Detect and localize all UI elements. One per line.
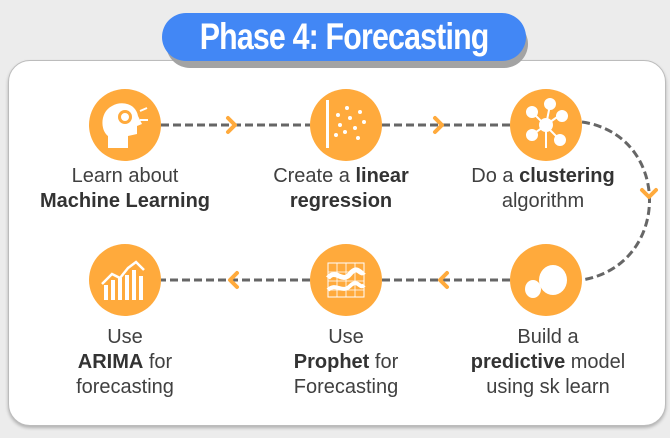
scatter-plot-icon xyxy=(326,100,366,148)
label-line: Forecasting xyxy=(293,376,399,398)
bar-line-chart-icon xyxy=(101,260,145,300)
arrow-down-icon xyxy=(640,188,658,199)
label-line: for xyxy=(369,351,399,373)
arrow-left-icon xyxy=(438,271,449,289)
ai-head-gear-icon xyxy=(102,103,148,148)
connector-3-4 xyxy=(581,120,651,282)
label-line: Create a xyxy=(273,165,356,187)
sklearn-logo-icon xyxy=(525,265,567,298)
step-1-label: Learn about Machine Learning xyxy=(20,164,230,214)
label-line: model xyxy=(565,351,626,373)
label-line: forecasting xyxy=(76,376,174,398)
phase-title: Phase 4: Forecasting xyxy=(162,13,526,61)
label-line: Build a xyxy=(517,326,579,348)
label-line: Do a xyxy=(471,165,520,187)
step-5-label: Use Prophet for Forecasting xyxy=(241,325,451,400)
label-bold: regression xyxy=(289,190,393,212)
label-line: using sk learn xyxy=(486,376,610,398)
label-line: Use xyxy=(107,326,143,348)
arrow-left-icon xyxy=(228,271,239,289)
label-bold: predictive xyxy=(470,351,566,373)
step-circle xyxy=(310,89,382,161)
step-4-label: Build a predictive model using sk learn xyxy=(443,325,653,400)
label-line: Learn about xyxy=(71,165,179,187)
label-line: for xyxy=(143,351,173,373)
label-bold: Prophet xyxy=(293,351,370,373)
cluster-network-icon xyxy=(526,98,568,148)
step-6-label: Use ARIMA for forecasting xyxy=(20,325,230,400)
phase-title-text: Phase 4: Forecasting xyxy=(199,16,490,57)
label-bold: clustering xyxy=(519,165,615,187)
wave-chart-icon xyxy=(326,262,366,298)
step-2-label: Create a linear regression xyxy=(236,164,446,214)
label-bold: ARIMA xyxy=(77,351,144,373)
label-bold: linear xyxy=(355,165,409,187)
step-3-label: Do a clustering algorithm xyxy=(438,164,648,214)
label-line: Use xyxy=(328,326,364,348)
arrow-right-icon xyxy=(226,116,237,134)
label-bold: Machine Learning xyxy=(39,190,211,212)
label-line: algorithm xyxy=(501,190,585,212)
arrow-right-icon xyxy=(433,116,444,134)
